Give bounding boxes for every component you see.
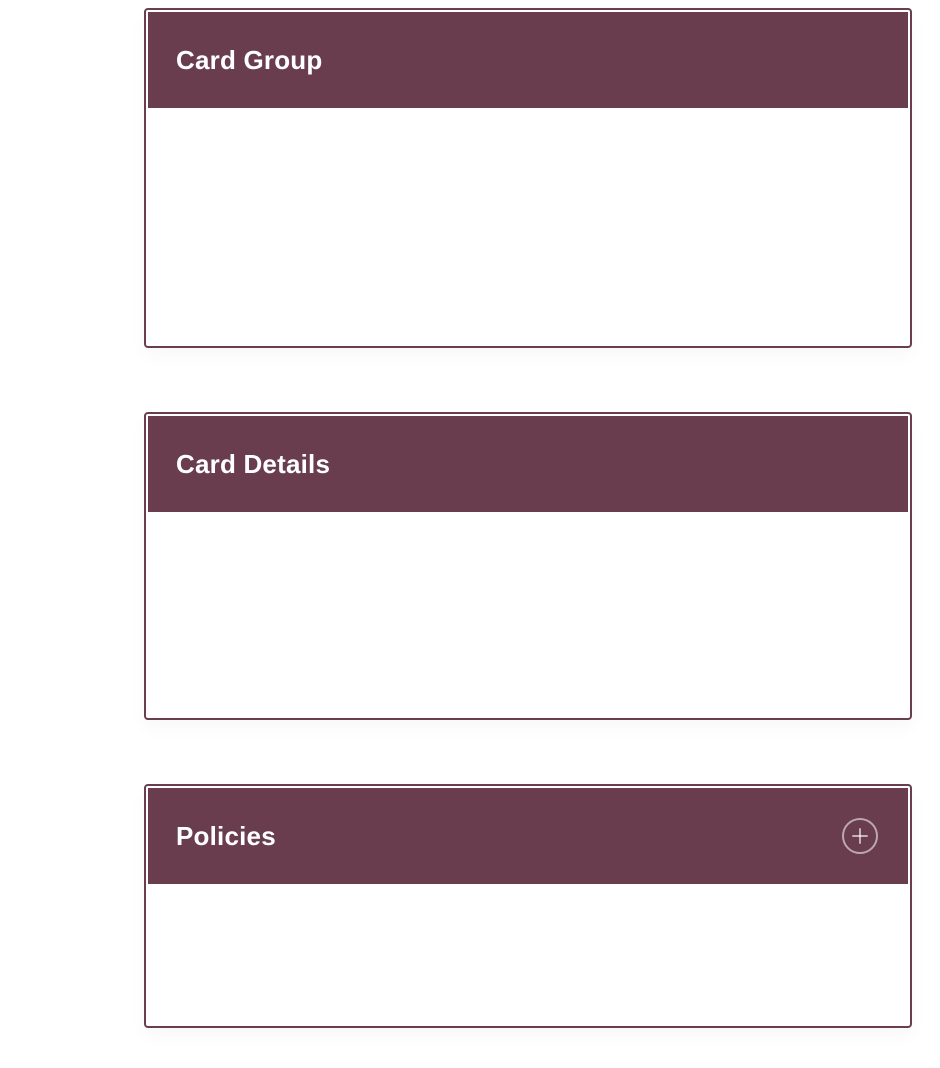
policies-header: Policies (148, 788, 908, 884)
policies-body (148, 884, 908, 1024)
policies-title: Policies (176, 820, 276, 851)
card-group-title: Card Group (176, 44, 323, 75)
card-group-panel: Card Group (144, 8, 912, 348)
card-details-panel: Card Details (144, 412, 912, 720)
card-group-body (148, 108, 908, 344)
card-details-body (148, 512, 908, 716)
add-policy-button[interactable] (842, 818, 878, 854)
card-details-header: Card Details (148, 416, 908, 512)
plus-circle-icon (852, 828, 868, 844)
card-details-title: Card Details (176, 448, 331, 479)
policies-panel: Policies (144, 784, 912, 1028)
card-group-header: Card Group (148, 12, 908, 108)
